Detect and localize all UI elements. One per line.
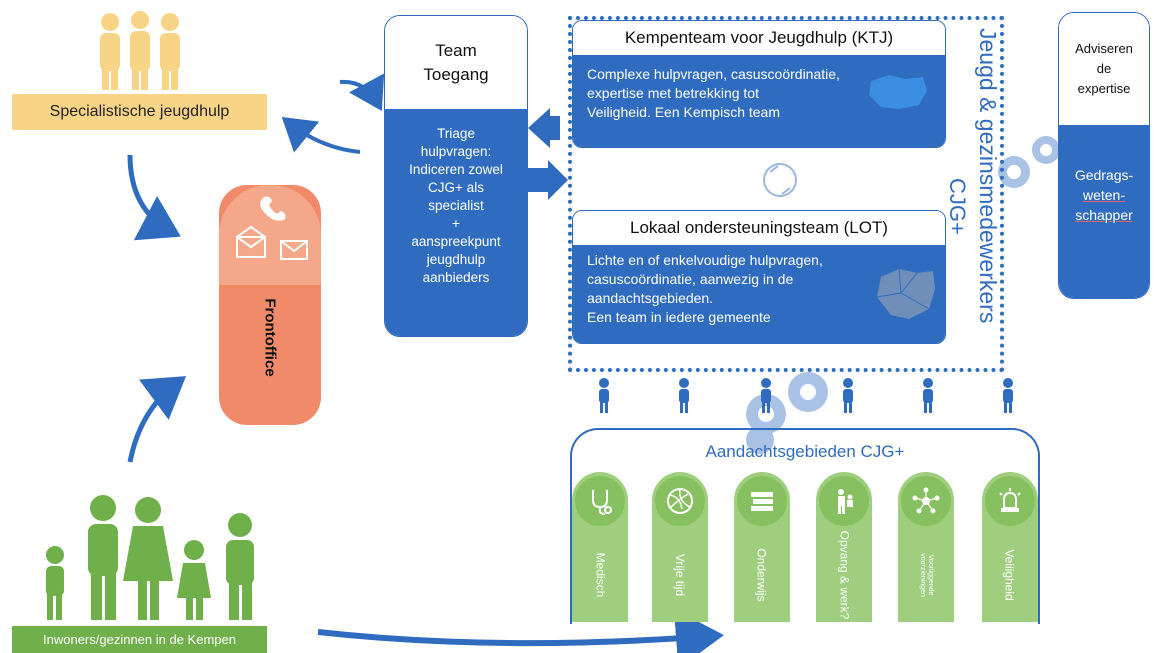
vertical-label: Jeugd & gezinsmedewerkers CJG+ [945, 28, 1000, 323]
stethoscope-icon [575, 476, 625, 526]
lot-line: Een team in iedere gemeente [587, 309, 771, 325]
cycle-icon [763, 163, 797, 197]
adviseren-title: Adviseren de expertise [1059, 13, 1149, 125]
frontoffice-label-wrap: Frontoffice [219, 250, 321, 425]
specialistische-jeugdhulp-label: Specialistische jeugdhulp [12, 94, 267, 130]
siren-icon [985, 476, 1035, 526]
arrow-to-specialistische [281, 116, 361, 154]
team-toegang-title-line2: Toegang [423, 64, 489, 84]
lot-card: Lokaal ondersteuningsteam (LOT) Lichte e… [572, 210, 946, 344]
team-toegang-line: aanbieders [422, 270, 490, 285]
area-medisch: Medisch [572, 472, 628, 622]
arrow-from-inwoners [127, 376, 187, 463]
workers-people-icon [599, 378, 1013, 413]
gemeenten-map-icon [876, 268, 935, 319]
arrow-to-frontoffice [127, 154, 181, 241]
team-toegang-line: CJG+ als [428, 180, 484, 195]
area-voorliggende-voorzieningen-label: Voorliggende voorzieningen [919, 553, 934, 597]
area-medisch-label: Medisch [593, 552, 607, 598]
lot-line: Lichte en of enkelvoudige hulpvragen, [587, 252, 823, 268]
team-toegang-title: Team Toegang [385, 16, 527, 109]
frontoffice-icons-area [219, 185, 321, 285]
cjg-team-frame [568, 16, 1004, 372]
person-child-icon [819, 476, 869, 526]
ktj-line: Veiligheid. Een Kempisch team [587, 104, 780, 120]
ktj-line: expertise met betrekking tot [587, 85, 759, 101]
ktj-card: Kempenteam voor Jeugdhulp (KTJ) Complexe… [572, 20, 946, 148]
area-vrije-tijd: Vrije tijd [652, 472, 708, 622]
team-toegang-line: hulpvragen: [420, 144, 492, 159]
network-icon [901, 476, 951, 526]
area-voorliggende-voorzieningen: Voorliggende voorzieningen [898, 472, 954, 622]
team-toegang-card: Team Toegang Triage hulpvragen: Indicere… [384, 15, 528, 337]
team-toegang-line: + [452, 216, 460, 231]
team-toegang-line: jeugdhulp [426, 252, 486, 267]
area-veiligheid-label: Veiligheid [1003, 549, 1017, 601]
gedragswetenschapper-line1: Gedrags- [1074, 167, 1134, 183]
team-toegang-title-line1: Team [435, 40, 477, 60]
envelope-open-icon [236, 225, 266, 258]
phone-icon [260, 196, 286, 221]
area-opvang-werk-label: Opvang & werk? [837, 530, 851, 620]
area-veiligheid: Veiligheid [982, 472, 1038, 622]
family-people-icon [46, 495, 254, 620]
adviseren-line: de [1096, 61, 1112, 76]
adviseren-body: Gedrags- weten- schapper [1059, 125, 1149, 298]
vertical-label-line2: CJG+ [945, 178, 970, 235]
vertical-label-line1: Jeugd & gezinsmedewerkers [975, 28, 1000, 323]
arrow-to-team-toegang [339, 73, 385, 112]
adviseren-card: Adviseren de expertise Gedrags- weten- s… [1058, 12, 1150, 299]
ktj-line: Complexe hulpvragen, casuscoördinatie, [587, 66, 840, 82]
area-onderwijs-label: Onderwijs [754, 548, 769, 602]
frontoffice-label: Frontoffice [261, 298, 279, 377]
aandachtsgebieden-box [570, 428, 1040, 624]
arrow-right-block [528, 160, 568, 200]
inwoners-label: Inwoners/gezinnen in de Kempen [12, 626, 267, 653]
area-vrije-tijd-label: Vrije tijd [672, 553, 687, 597]
lot-title: Lokaal ondersteuningsteam (LOT) [573, 211, 945, 245]
lot-line: aandachtsgebieden. [587, 290, 714, 306]
area-onderwijs: Onderwijs [734, 472, 790, 622]
area-opvang-werk: Opvang & werk? [816, 472, 872, 622]
gedragswetenschapper-line2: weten- [1082, 187, 1126, 203]
books-icon [737, 476, 787, 526]
gedragswetenschapper-line3: schapper [1075, 207, 1133, 223]
team-toegang-body: Triage hulpvragen: Indiceren zowel CJG+ … [385, 109, 527, 336]
kempen-map-icon [869, 75, 927, 109]
arrow-left-block [528, 108, 560, 148]
specialists-people-icon [100, 11, 180, 90]
adviseren-line: Adviseren [1075, 41, 1133, 56]
team-toegang-line: Indiceren zowel [409, 162, 503, 177]
arrow-bottom-long [317, 608, 724, 653]
lot-line: casuscoördinatie, aanwezig in de [587, 271, 794, 287]
adviseren-line: expertise [1077, 81, 1131, 96]
team-toegang-line: aanspreekpunt [411, 234, 501, 249]
ktj-title: Kempenteam voor Jeugdhulp (KTJ) [573, 21, 945, 55]
team-toegang-line: specialist [428, 198, 484, 213]
team-toegang-line: Triage [437, 126, 475, 141]
envelope-icon [280, 240, 308, 260]
volleyball-icon [655, 476, 705, 526]
aandachtsgebieden-title: Aandachtsgebieden CJG+ [705, 442, 905, 461]
